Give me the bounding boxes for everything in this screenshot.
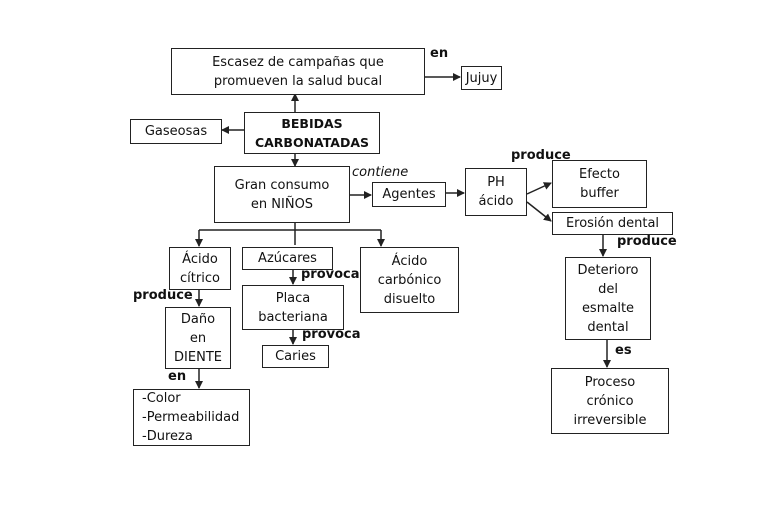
node-text: bacteriana xyxy=(258,309,328,325)
node-text: dental xyxy=(587,319,629,335)
node-text: disuelto xyxy=(383,291,436,307)
node-text: cítrico xyxy=(180,270,220,286)
node-proceso: Proceso crónico irreversible xyxy=(551,368,669,434)
node-text: -Dureza xyxy=(142,429,193,444)
node-text: crónico xyxy=(586,393,634,409)
node-gran-consumo: Gran consumo en NIÑOS xyxy=(214,166,350,223)
node-text: Placa xyxy=(275,290,311,306)
node-text: Caries xyxy=(275,349,316,364)
node-dano-diente: Daño en DIENTE xyxy=(165,307,231,369)
node-text: Proceso xyxy=(584,374,636,390)
arrow-ph-erosion xyxy=(526,201,552,222)
node-text: ácido xyxy=(478,194,514,209)
node-text: Efecto xyxy=(579,167,620,182)
node-text: Deterioro xyxy=(577,262,639,278)
node-caries: Caries xyxy=(262,345,329,368)
node-escasez: Escasez de campañas que promueven la sal… xyxy=(171,48,425,95)
node-text: carbónico xyxy=(377,272,442,288)
node-text: Daño xyxy=(180,311,216,327)
node-propiedades: -Color -Permeabilidad -Dureza xyxy=(133,389,250,446)
node-text: en NIÑOS xyxy=(250,196,314,212)
link-label-en-propiedades: en xyxy=(168,369,187,384)
node-text: en xyxy=(189,330,207,346)
node-text: esmalte xyxy=(581,300,635,316)
node-text: Agentes xyxy=(382,187,436,202)
link-label-produce-deterioro: produce xyxy=(617,234,677,249)
link-label-provoca-caries: provoca xyxy=(302,327,361,342)
node-text: CARBONATADAS xyxy=(254,135,370,150)
node-erosion-dental: Erosión dental xyxy=(552,212,673,235)
node-text: -Permeabilidad xyxy=(142,410,240,425)
node-text: Gran consumo xyxy=(234,177,330,193)
node-text: DIENTE xyxy=(174,349,222,365)
node-jujuy: Jujuy xyxy=(461,66,502,90)
node-bebidas-carbonatadas: BEBIDAS CARBONATADAS xyxy=(244,112,380,154)
node-text: del xyxy=(598,281,618,297)
node-ph-acido: PH ácido xyxy=(465,168,527,216)
node-text: BEBIDAS xyxy=(281,116,343,131)
node-text: Ácido xyxy=(182,251,218,267)
node-text: buffer xyxy=(580,186,619,201)
node-text: irreversible xyxy=(573,412,647,428)
link-label-produce-dano: produce xyxy=(133,288,193,303)
node-text: -Color xyxy=(142,391,181,406)
link-label-contiene: contiene xyxy=(352,165,409,180)
node-text: Ácido xyxy=(391,253,428,269)
link-label-produce-buffer: produce xyxy=(511,148,571,163)
node-efecto-buffer: Efecto buffer xyxy=(552,160,647,208)
node-gaseosas: Gaseosas xyxy=(130,119,222,144)
node-acido-citrico: Ácido cítrico xyxy=(169,247,231,290)
node-text: promueven la salud bucal xyxy=(213,73,383,89)
node-text: Azúcares xyxy=(258,251,317,266)
node-text: Escasez de campañas que xyxy=(212,54,384,70)
node-deterioro: Deterioro del esmalte dental xyxy=(565,257,651,340)
node-azucares: Azúcares xyxy=(242,247,333,270)
arrow-ph-buffer xyxy=(526,182,552,195)
node-text: Erosión dental xyxy=(565,216,660,231)
node-text: PH xyxy=(487,175,505,190)
link-label-en-jujuy: en xyxy=(430,46,449,61)
node-agentes: Agentes xyxy=(372,182,446,207)
node-text: Gaseosas xyxy=(144,124,208,139)
node-placa-bacteriana: Placa bacteriana xyxy=(242,285,344,330)
node-text: Jujuy xyxy=(465,70,498,86)
node-acido-carbonico: Ácido carbónico disuelto xyxy=(360,247,459,313)
link-label-provoca-placa: provoca xyxy=(301,267,360,282)
link-label-es: es xyxy=(615,343,632,358)
